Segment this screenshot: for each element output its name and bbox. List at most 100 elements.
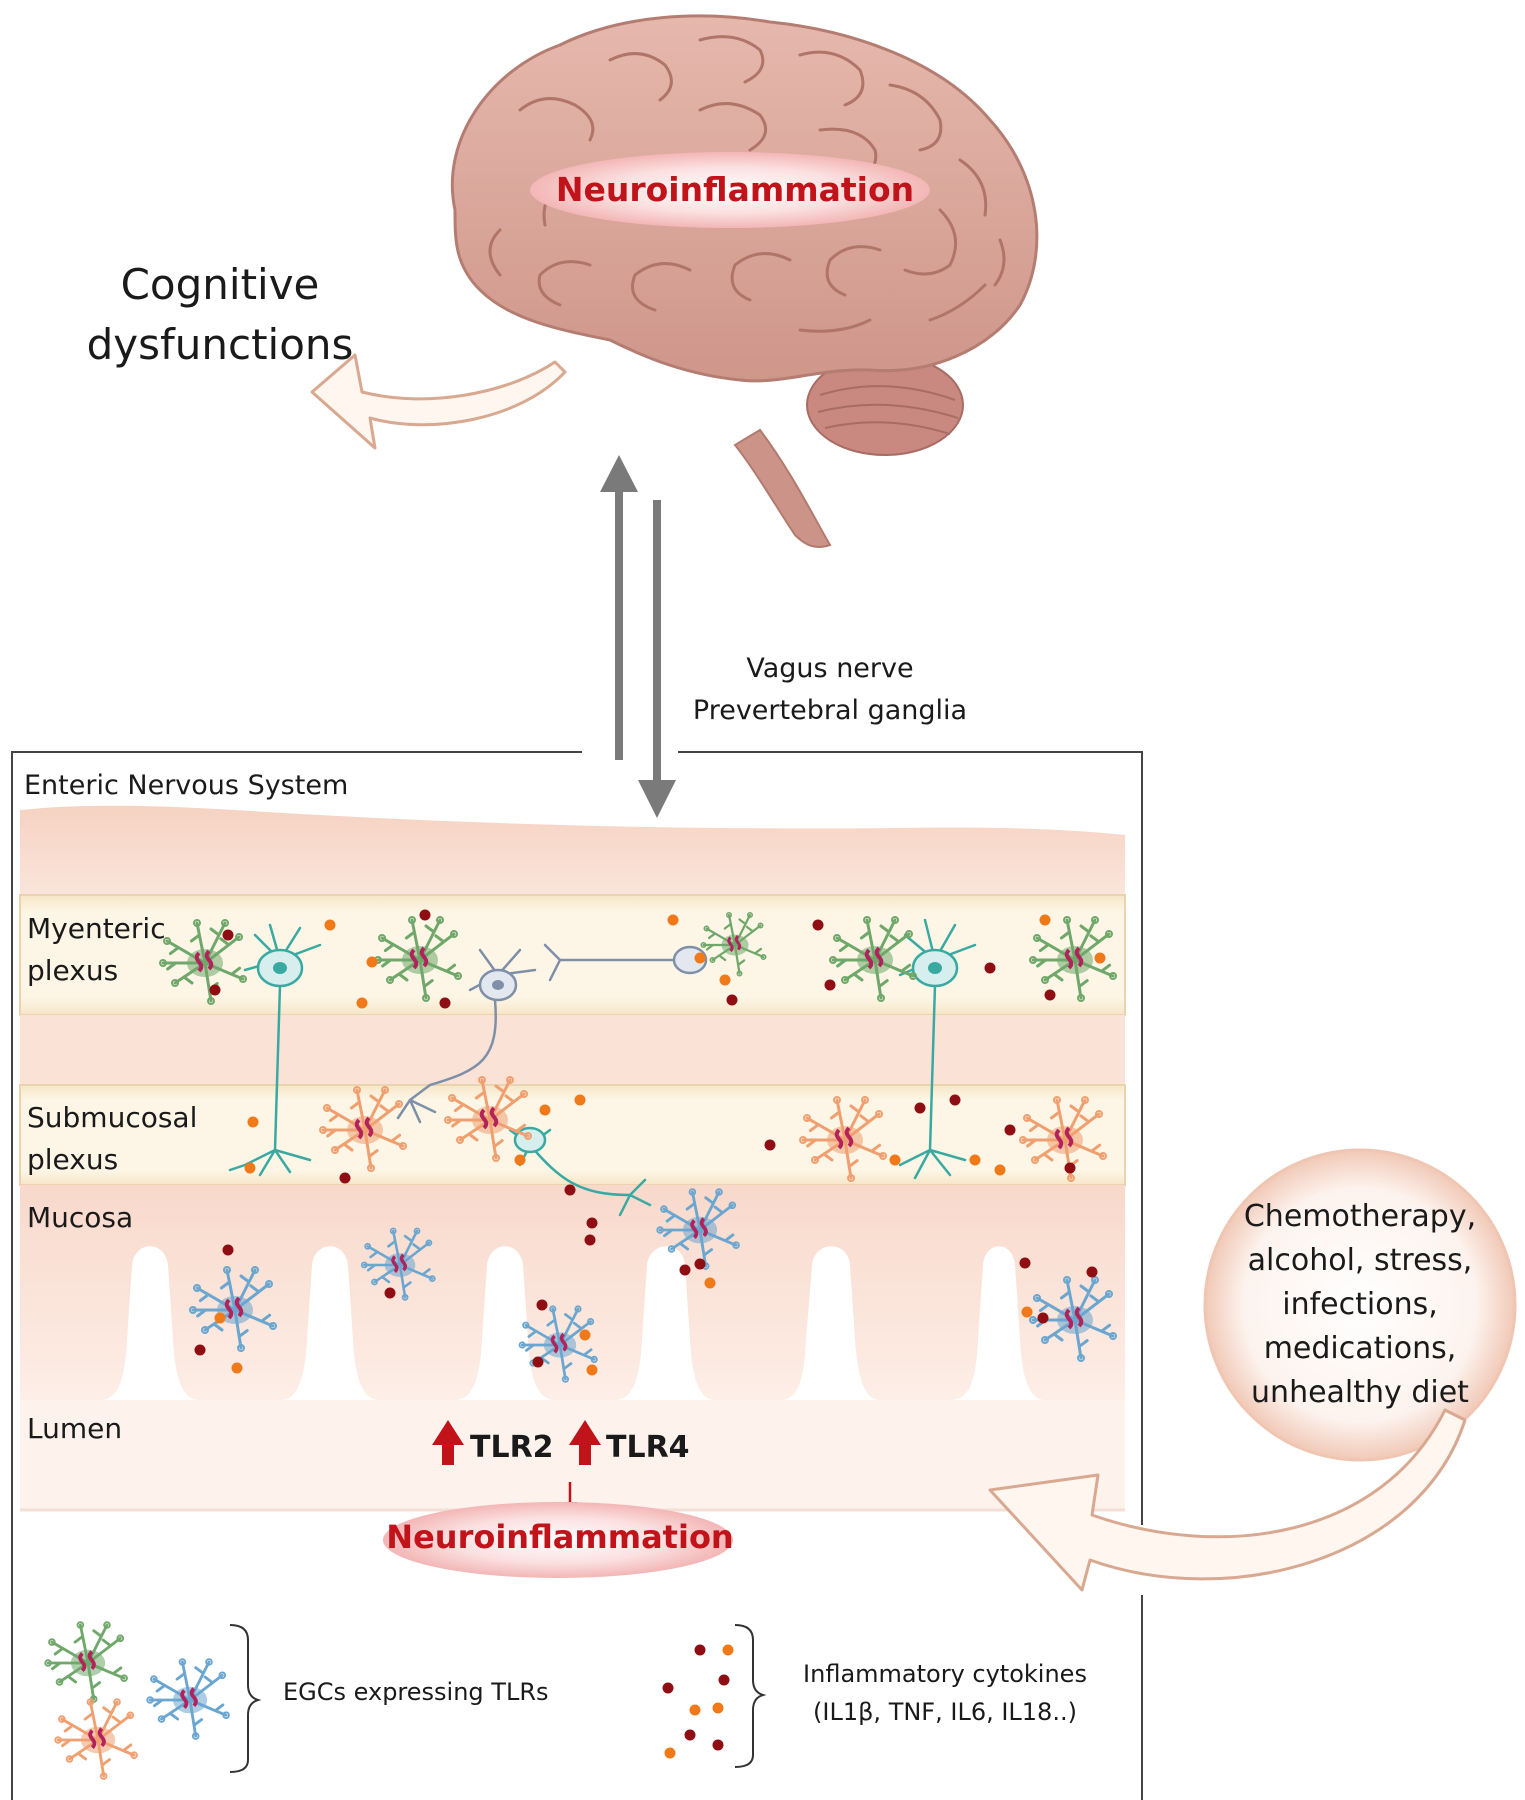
cytokine-dot-icon [704,1277,716,1289]
cytokine-dot-icon [209,984,221,996]
cytokine-dot-icon [969,1154,981,1166]
up-arrow-icon [432,1420,601,1465]
cytokine-dot-icon [679,1264,691,1276]
cytokine-dot-icon [1021,1306,1033,1318]
cytokine-dot-icon [539,1104,551,1116]
cytokine-dot-icon [984,962,996,974]
cytokine-dot-icon [1044,989,1056,1001]
enteric-glial-cell-icon [159,919,247,1005]
cytokine-dot-icon [194,1344,206,1356]
cognitive-dysfunctions-label: Cognitive dysfunctions [86,260,354,369]
cytokine-dot-icon [726,994,738,1006]
legend-bracket-left [229,1624,262,1773]
tlr2-label: TLR2 [470,1430,554,1465]
cytokine-dot-icon [339,1172,351,1184]
neuroinflammation-glow [383,1502,733,1578]
cytokine-dot-icon [584,1234,596,1246]
tlr4-label: TLR4 [606,1430,690,1465]
ens-frame [11,751,1143,1800]
enteric-glial-cell-icon [444,1076,532,1162]
brain-icon [450,14,1039,548]
legend-egc-label: EGCs expressing TLRs [283,1678,549,1706]
cytokine-dot-icon [914,1102,926,1114]
cytokine-dot-icon [222,929,234,941]
cognitive-arrow-icon [310,353,567,450]
cytokine-dot-icon [384,1287,396,1299]
pathway-label: Vagus nerve Prevertebral ganglia [692,653,968,726]
cytokine-dot-icon [712,1739,724,1751]
cytokine-dot-icon [1037,1312,1049,1324]
cytokine-dot-icon [694,1644,706,1656]
cytokine-dot-icon [1039,914,1051,926]
cytokine-dot-icon [1094,952,1106,964]
lumen-label: Lumen [27,1412,123,1445]
enteric-glial-cell-icon [1019,1096,1107,1182]
enteric-glial-cell-icon [319,1086,407,1172]
legend-bracket-right [734,1624,767,1768]
cytokine-dot-icon [586,1364,598,1376]
legend-cytokine-label: Inflammatory cytokines (IL1β, TNF, IL6, … [803,1660,1087,1726]
cytokine-dot-icon [214,1312,226,1324]
cytokine-dot-icon [564,1184,576,1196]
mucosa-label: Mucosa [27,1201,134,1234]
enteric-glial-cell-icon [54,1698,138,1780]
bidirectional-arrows [600,455,676,818]
enteric-glial-cell-icon [360,1227,436,1301]
enteric-glial-cell-icon [189,1266,277,1352]
cytokine-dot-icon [231,1362,243,1374]
cytokine-dot-icon [419,909,431,921]
cytokine-layer [194,909,1106,1759]
causes-bubble [1203,1148,1517,1462]
cytokine-dot-icon [684,1729,696,1741]
cytokine-dot-icon [536,1299,548,1311]
cytokine-dot-icon [574,1094,586,1106]
cytokine-dot-icon [812,919,824,931]
cytokine-dot-icon [1019,1257,1031,1269]
ens-title: Enteric Nervous System [24,770,349,801]
cytokine-dot-icon [439,997,451,1009]
cytokine-dot-icon [662,1682,674,1694]
myenteric-label: Myenteric plexus [27,912,166,987]
enteric-glial-cell-icon [656,1188,740,1270]
cytokine-dot-icon [949,1094,961,1106]
cytokine-dot-icon [694,1258,706,1270]
cytokine-dot-icon [1064,1162,1076,1174]
enteric-glial-cell-icon [1029,916,1117,1002]
cytokine-dot-icon [1004,1124,1016,1136]
cytokine-dot-icon [719,974,731,986]
cytokine-dot-icon [514,1154,526,1166]
cytokine-dot-icon [356,997,368,1009]
cytokine-dot-icon [718,1674,730,1686]
cytokine-dot-icon [247,1116,259,1128]
cytokine-dot-icon [579,1329,591,1341]
glia-layer [44,912,1117,1780]
cytokine-dot-icon [889,1154,901,1166]
cytokine-dot-icon [722,1644,734,1656]
cytokine-dot-icon [712,1702,724,1714]
ens-neuroinflammation-label: Neuroinflammation [386,1518,734,1556]
mucosa-layer [20,1185,1125,1400]
lumen-region [20,1400,1125,1510]
cytokine-dot-icon [994,1164,1006,1176]
cytokine-dot-icon [324,919,336,931]
muscle-layer [20,805,1125,900]
enteric-glial-cell-icon [146,1658,230,1740]
cytokine-dot-icon [667,914,679,926]
cytokine-dot-icon [664,1747,676,1759]
enteric-glial-cell-icon [374,916,462,1002]
brain-neuroinflammation-label: Neuroinflammation [555,170,915,209]
causes-text: Chemotherapy, alcohol, stress, infection… [1243,1199,1477,1410]
cytokine-dot-icon [764,1139,776,1151]
cytokine-dot-icon [366,956,378,968]
cytokine-dot-icon [689,1704,701,1716]
cytokine-dot-icon [824,979,836,991]
cytokine-dot-icon [1086,1266,1098,1278]
cytokine-dot-icon [586,1217,598,1229]
cytokine-dot-icon [694,952,706,964]
causes-arrow-icon [988,1408,1467,1592]
enteric-glial-cell-icon [44,1621,128,1703]
cytokine-dot-icon [532,1356,544,1368]
enteric-glial-cell-icon [518,1305,598,1383]
myenteric-band [19,894,1126,1016]
